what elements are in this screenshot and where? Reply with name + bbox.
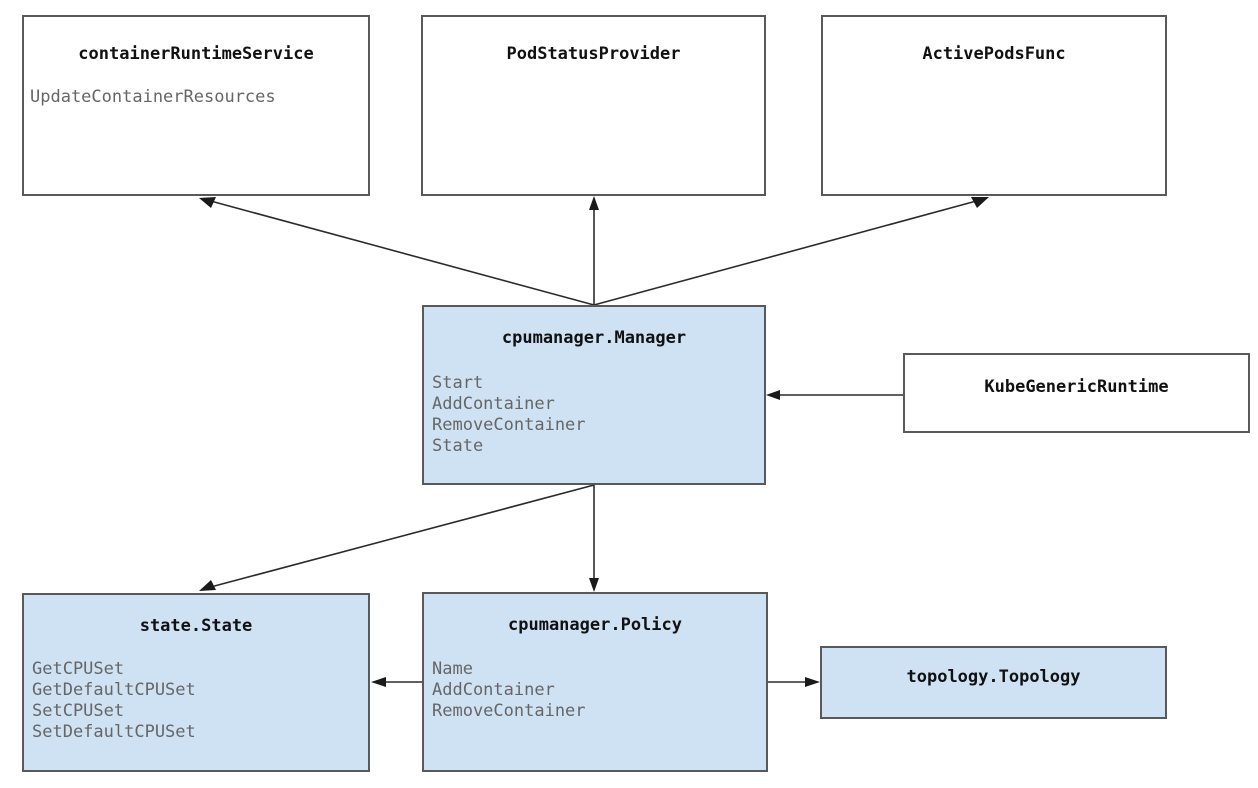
- edge-manager-to-containerRuntimeService: [199, 197, 595, 306]
- node-cpumanager-Manager[interactable]: cpumanager.Manager Start AddContainer Re…: [422, 305, 766, 485]
- edge-policy-to-topology: [768, 677, 820, 687]
- node-ActivePodsFunc[interactable]: ActivePodsFunc: [821, 15, 1167, 196]
- edge-manager-to-policy: [589, 485, 599, 592]
- node-title-containerRuntimeService: containerRuntimeService: [78, 44, 314, 64]
- node-title-topology-Topology: topology.Topology: [906, 667, 1081, 687]
- node-title-PodStatusProvider: PodStatusProvider: [506, 44, 681, 64]
- node-methods-cpumanager-Manager: Start AddContainer RemoveContainer State: [432, 373, 586, 456]
- edge-policy-to-stateState: [371, 677, 422, 687]
- node-cpumanager-Policy[interactable]: cpumanager.Policy Name AddContainer Remo…: [422, 592, 768, 772]
- node-PodStatusProvider[interactable]: PodStatusProvider: [421, 15, 766, 196]
- node-title-state-State: state.State: [139, 616, 253, 636]
- edge-manager-to-activePodsFunc: [593, 197, 989, 306]
- edge-manager-to-podStatusProvider: [589, 196, 599, 305]
- node-KubeGenericRuntime[interactable]: KubeGenericRuntime: [903, 353, 1250, 433]
- node-methods-containerRuntimeService: UpdateContainerResources: [30, 87, 276, 107]
- node-title-ActivePodsFunc: ActivePodsFunc: [922, 44, 1066, 64]
- node-title-cpumanager-Manager: cpumanager.Manager: [501, 328, 687, 348]
- node-title-cpumanager-Policy: cpumanager.Policy: [508, 615, 682, 635]
- node-methods-state-State: GetCPUSet GetDefaultCPUSet SetCPUSet Set…: [32, 659, 196, 742]
- node-methods-cpumanager-Policy: Name AddContainer RemoveContainer: [432, 659, 586, 721]
- edge-manager-to-stateState: [199, 484, 595, 591]
- node-state-State[interactable]: state.State GetCPUSet GetDefaultCPUSet S…: [22, 593, 370, 772]
- node-title-KubeGenericRuntime: KubeGenericRuntime: [984, 377, 1169, 397]
- edge-kubeGenericRuntime-to-manager: [766, 390, 903, 400]
- node-containerRuntimeService[interactable]: containerRuntimeService UpdateContainerR…: [22, 15, 370, 196]
- node-topology-Topology[interactable]: topology.Topology: [820, 646, 1167, 719]
